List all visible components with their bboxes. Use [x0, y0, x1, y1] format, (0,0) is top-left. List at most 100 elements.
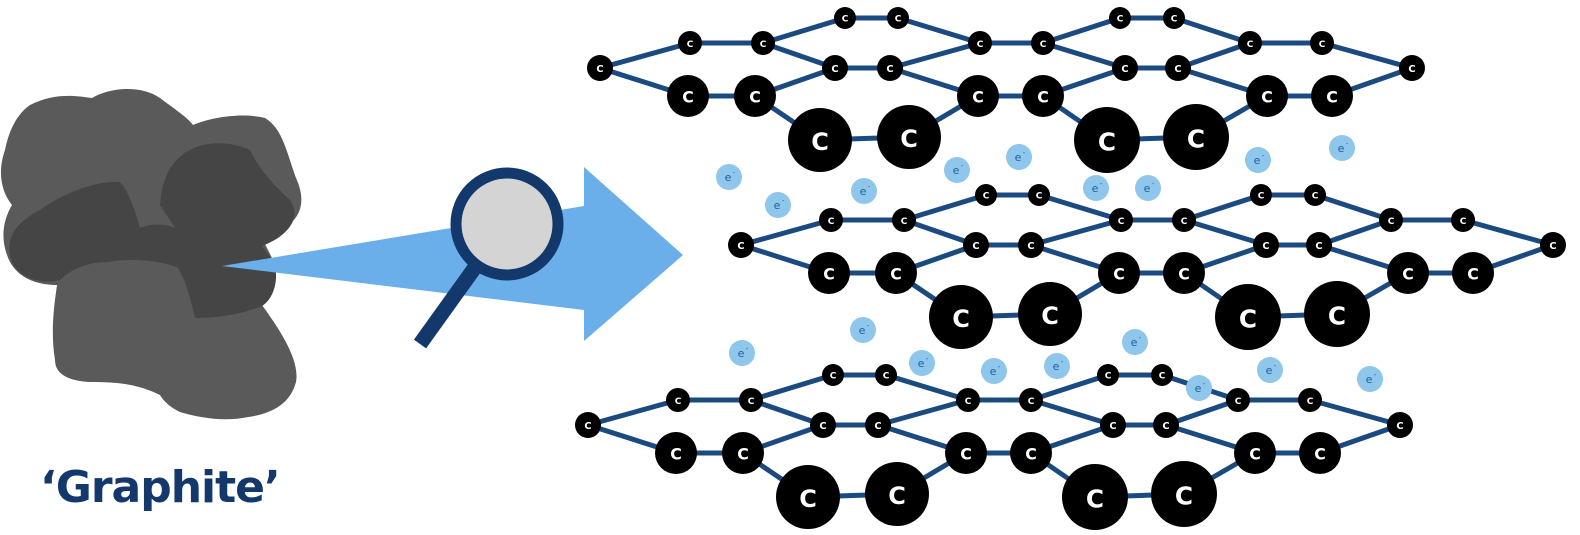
carbon-atom: C [1031, 31, 1055, 55]
bond-line [1462, 217, 1554, 248]
carbon-atom-label: C [965, 397, 972, 407]
carbon-atom-label: C [687, 40, 694, 50]
carbon-atom-label: C [1249, 445, 1261, 464]
electron: e- [1186, 375, 1212, 401]
carbon-atom-label: C [1162, 421, 1169, 432]
electron-charge: - [782, 197, 785, 205]
carbon-atom: C [968, 31, 992, 55]
carbon-atom-label: C [1314, 445, 1326, 464]
electron-label: e [738, 347, 745, 360]
electron-charge: - [733, 169, 736, 177]
electron-label: e [1053, 360, 1060, 373]
carbon-atom-label: C [977, 40, 984, 50]
carbon-atom-label: C [760, 40, 767, 50]
carbon-atom-label: C [1326, 88, 1338, 107]
carbon-atom-label: C [1467, 265, 1479, 284]
carbon-atom-label: C [1041, 302, 1059, 330]
carbon-atom-label: C [1388, 217, 1395, 227]
electron: e- [1329, 135, 1355, 161]
carbon-atom-label: C [584, 421, 591, 432]
carbon-atom-label: C [737, 445, 749, 464]
carbon-atom-label: C [1178, 265, 1190, 284]
electron: e- [1044, 353, 1070, 379]
carbon-atom: C [1098, 252, 1140, 294]
carbon-atom-label: C [1408, 64, 1415, 75]
electron-label: e [1338, 142, 1345, 155]
carbon-atom: C [667, 75, 709, 117]
carbon-atom-label: C [972, 241, 979, 252]
carbon-atom: C [1151, 364, 1173, 386]
carbon-atom: C [751, 31, 775, 55]
electron-label: e [774, 199, 781, 212]
bond-line [762, 15, 846, 46]
carbon-atom-label: C [1171, 15, 1178, 25]
carbon-atom-label: C [670, 445, 682, 464]
carbon-atom-label: C [895, 15, 902, 25]
carbon-atom: C [1165, 55, 1191, 81]
carbon-atom-label: C [811, 128, 829, 156]
carbon-atom: C [1151, 461, 1217, 527]
carbon-atom-label: C [883, 372, 890, 382]
carbon-atom: C [1238, 31, 1262, 55]
carbon-atom: C [1153, 412, 1179, 438]
electron-charge: - [1023, 149, 1026, 157]
carbon-atom-label: C [1098, 128, 1116, 157]
electron-charge: - [867, 322, 870, 330]
carbon-atom-label: C [1549, 241, 1556, 252]
bond-line [587, 397, 679, 428]
carbon-atom: C [822, 55, 848, 81]
electron-label: e [1254, 154, 1261, 167]
carbon-atom-label: C [1396, 421, 1403, 432]
bond-line [599, 40, 691, 71]
electron-label: e [1015, 151, 1022, 164]
carbon-atom: C [1451, 208, 1475, 232]
carbon-atom-label: C [983, 192, 990, 202]
bond-line [889, 40, 981, 71]
carbon-atom-label: C [1312, 192, 1319, 202]
carbon-atom: C [822, 364, 844, 386]
carbon-atom: C [722, 432, 764, 474]
carbon-atom-label: C [682, 88, 694, 107]
carbon-atom: C [1163, 7, 1185, 29]
carbon-atom-label: C [1319, 40, 1326, 50]
electron-charge: - [1203, 380, 1206, 388]
carbon-atom: C [929, 285, 993, 349]
bond-line [1038, 192, 1122, 223]
electron-charge: - [961, 162, 964, 170]
carbon-atom-label: C [1086, 485, 1104, 514]
carbon-atom: C [1311, 75, 1353, 117]
bond-line [1309, 397, 1401, 428]
carbon-atom-label: C [831, 64, 838, 75]
carbon-atom-label: C [1239, 305, 1257, 334]
carbon-atom: C [808, 252, 850, 294]
carbon-atom: C [1018, 232, 1044, 258]
carbon-atom: C [1310, 31, 1334, 55]
carbon-atom-label: C [1402, 265, 1414, 284]
carbon-atom-label: C [748, 397, 755, 407]
carbon-atom: C [1163, 252, 1205, 294]
electron-label: e [1131, 336, 1138, 349]
carbon-atom-label: C [1109, 421, 1116, 432]
electron-charge: - [1274, 362, 1277, 370]
carbon-atom: C [1074, 107, 1140, 173]
carbon-atom-label: C [819, 421, 826, 432]
carbon-atom-label: C [886, 64, 893, 75]
carbon-atom-label: C [1187, 125, 1205, 154]
electron-charge: - [1262, 152, 1265, 160]
carbon-atom-label: C [1036, 192, 1043, 202]
carbon-atom-label: C [1040, 40, 1047, 50]
bond-line [885, 372, 969, 403]
electron-label: e [1195, 382, 1202, 395]
carbon-atom-label: C [900, 125, 918, 153]
carbon-atom: C [728, 232, 754, 258]
electron: e- [909, 350, 935, 376]
electron-label: e [860, 185, 867, 198]
electron: e- [1135, 175, 1161, 201]
carbon-atom: C [587, 55, 613, 81]
carbon-atom-label: C [1037, 88, 1049, 107]
carbon-atom: C [1010, 432, 1052, 474]
carbon-atom-label: C [1315, 241, 1322, 252]
electron: e- [765, 192, 791, 218]
electron: e- [851, 178, 877, 204]
